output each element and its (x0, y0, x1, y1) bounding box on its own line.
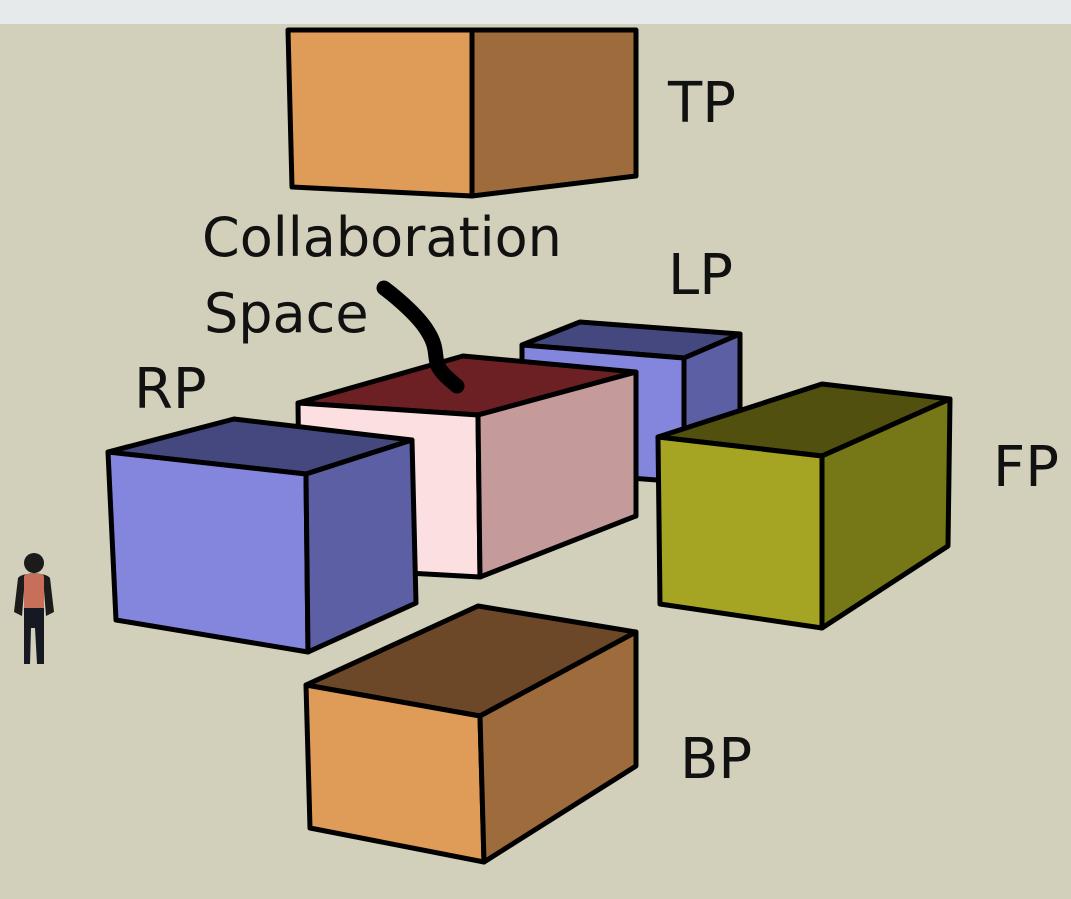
box-rp-side-face (303, 437, 419, 655)
box-fp-side-face (819, 396, 953, 631)
box-collab-side-face (475, 369, 639, 580)
person-shirt (24, 574, 44, 610)
box-fp-front-face (655, 434, 825, 631)
box-rp[interactable] (105, 416, 419, 655)
box-bp-side-face (477, 629, 639, 865)
collaboration-label-line1: Collaboration (202, 206, 562, 269)
label-fp: FP (993, 435, 1059, 500)
box-tp-side-face (469, 27, 639, 199)
label-rp: RP (134, 357, 207, 422)
label-tp: TP (667, 71, 736, 136)
top-strip (0, 0, 1071, 24)
box-fp[interactable] (655, 381, 953, 631)
person-legs (24, 608, 44, 664)
pointer-stroke (376, 280, 465, 394)
box-rp-front-face (105, 449, 311, 655)
box-tp[interactable] (285, 27, 639, 199)
box-tp-front-face (285, 27, 475, 199)
label-lp: LP (668, 243, 733, 308)
person-figure (14, 553, 54, 664)
label-bp: BP (680, 727, 752, 792)
collaboration-label-line2: Space (204, 282, 369, 345)
person-head (24, 553, 44, 573)
box-bp[interactable] (303, 603, 639, 865)
